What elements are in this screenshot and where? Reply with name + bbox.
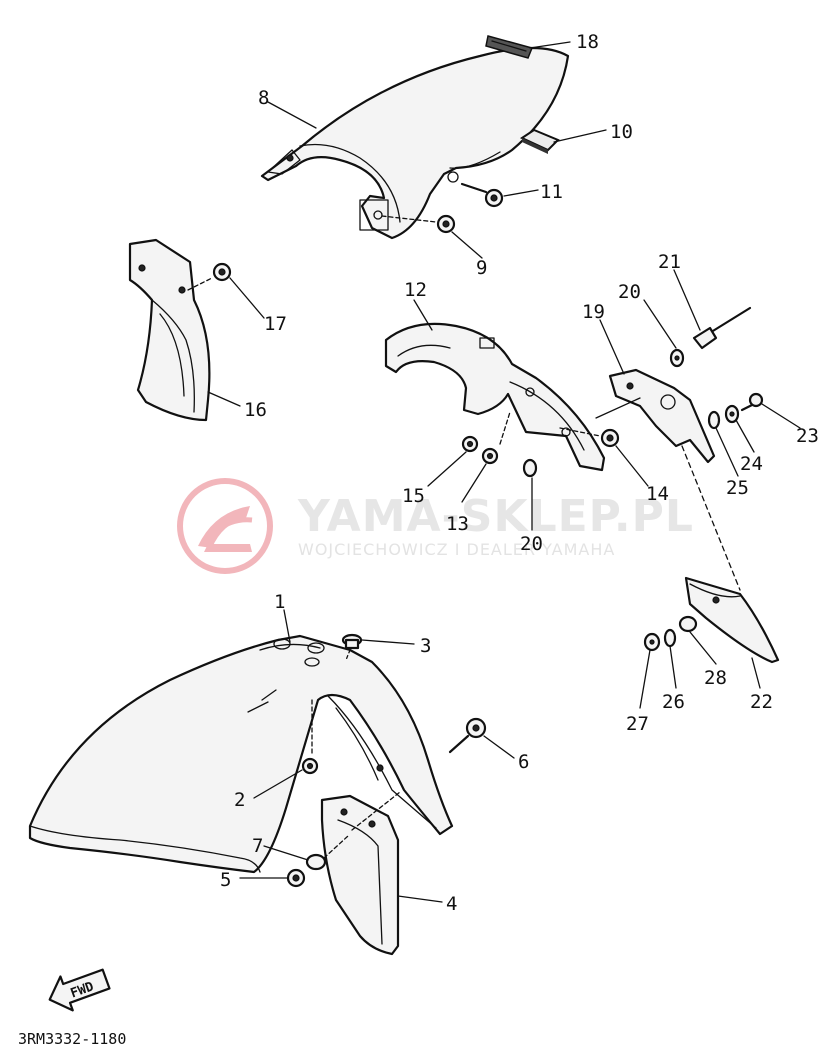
part-2-nut	[301, 699, 319, 775]
part-27-nut	[643, 632, 661, 652]
callout-3: 3	[420, 635, 431, 657]
part-20-washer-lower	[522, 458, 538, 478]
callout-25: 25	[726, 477, 749, 499]
part-26-washer	[663, 628, 677, 648]
diagram-code: 3RM3332-1180	[18, 1030, 126, 1048]
callout-4: 4	[446, 893, 457, 915]
callout-19: 19	[582, 301, 605, 323]
part-14-nut	[559, 427, 620, 448]
part-1-front-fender	[28, 634, 454, 874]
callout-11: 11	[540, 181, 563, 203]
part-4-lower-guard	[320, 791, 401, 956]
part-15-washer	[461, 435, 479, 453]
watermark: YAMA-SKLEP.PL WOJCIECHOWICZ I DEALER YAM…	[177, 478, 694, 574]
part-9-bolt	[381, 214, 456, 234]
leader-lines	[207, 41, 801, 903]
callout-6: 6	[518, 751, 529, 773]
callout-12: 12	[404, 279, 427, 301]
part-5-nut	[286, 868, 306, 888]
callout-27: 27	[626, 713, 649, 735]
part-17-screw	[187, 262, 232, 291]
part-18-emblem	[485, 35, 534, 59]
part-10-damper	[519, 128, 560, 154]
part-16-mud-flap	[128, 238, 211, 422]
callout-labels: 1 2 3 4 5 6 7 8 9 10 11 12 13 14 15 16 1…	[220, 31, 819, 915]
part-23-screw	[740, 392, 764, 412]
callout-8: 8	[258, 87, 269, 109]
watermark-subtitle: WOJCIECHOWICZ I DEALER YAMAHA	[298, 540, 615, 559]
part-11-bolt	[460, 182, 504, 208]
callout-16: 16	[244, 399, 267, 421]
part-12-inner-fender	[384, 322, 606, 472]
callout-20-upper: 20	[618, 281, 641, 303]
callout-21: 21	[658, 251, 681, 273]
callout-20-lower: 20	[520, 533, 543, 555]
callout-22: 22	[750, 691, 773, 713]
part-28-collar	[678, 615, 698, 633]
callout-1: 1	[274, 591, 285, 613]
callout-17: 17	[264, 313, 287, 335]
callout-7: 7	[252, 835, 263, 857]
part-22-reflector	[684, 576, 780, 664]
callout-10: 10	[610, 121, 633, 143]
watermark-title: YAMA-SKLEP.PL	[297, 491, 694, 542]
part-24-washer	[724, 404, 740, 424]
part-25-washer	[707, 410, 721, 430]
fwd-arrow: FWD	[48, 968, 111, 1012]
watermark-logo	[177, 478, 273, 574]
assembly-line	[681, 445, 741, 591]
part-21-pin	[692, 306, 752, 350]
callout-5: 5	[220, 869, 231, 891]
part-3-grommet	[341, 633, 363, 661]
part-13-washer	[481, 411, 511, 465]
part-8-rear-fender	[260, 46, 570, 240]
callout-2: 2	[234, 789, 245, 811]
part-19-bracket	[595, 368, 716, 464]
callout-14: 14	[646, 483, 669, 505]
callout-24: 24	[740, 453, 763, 475]
part-20-washer-upper	[669, 348, 685, 368]
part-6-bolt	[448, 717, 487, 754]
callout-26: 26	[662, 691, 685, 713]
callout-15: 15	[402, 485, 425, 507]
callout-23: 23	[796, 425, 819, 447]
callout-28: 28	[704, 667, 727, 689]
callout-18: 18	[576, 31, 599, 53]
callout-9: 9	[476, 257, 487, 279]
callout-13: 13	[446, 513, 469, 535]
part-7-washer	[305, 835, 349, 871]
